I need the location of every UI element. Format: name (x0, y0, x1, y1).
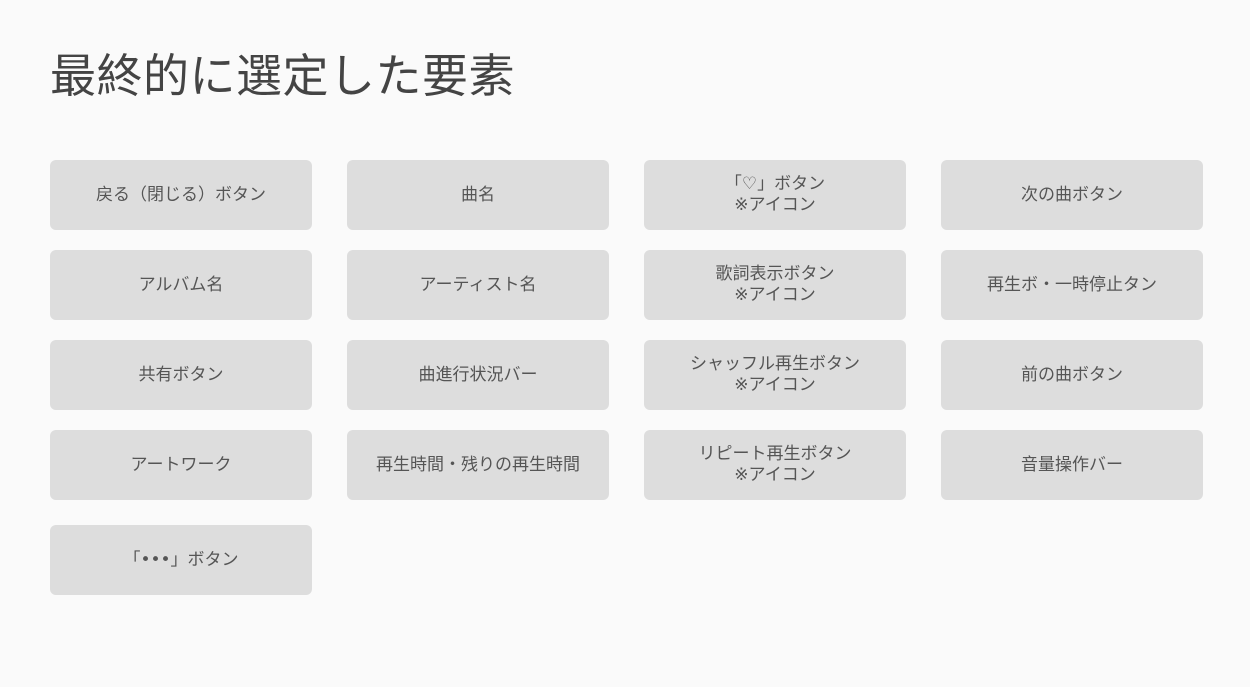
page-title: 最終的に選定した要素 (50, 49, 515, 103)
element-card-label: 次の曲ボタン (1021, 184, 1123, 205)
element-card-label: 戻る（閉じる）ボタン (96, 184, 266, 205)
element-card-label: 音量操作バー (1021, 454, 1123, 475)
element-card-label: アートワーク (130, 454, 232, 475)
element-card-label: 再生時間・残りの再生時間 (376, 454, 580, 475)
element-card-previous-track-button: 前の曲ボタン (941, 340, 1203, 410)
element-card-label: 前の曲ボタン (1021, 364, 1123, 385)
element-card-share-button: 共有ボタン (50, 340, 312, 410)
element-card-label: 共有ボタン (138, 364, 224, 385)
element-card-song-title: 曲名 (347, 160, 609, 230)
element-card-label: リピート再生ボタン (698, 444, 852, 464)
element-card-next-track-button: 次の曲ボタン (941, 160, 1203, 230)
element-card-lyrics-button: 歌詞表示ボタン ※アイコン (644, 250, 906, 320)
element-card-label: アルバム名 (138, 274, 224, 295)
element-card-volume-bar: 音量操作バー (941, 430, 1203, 500)
element-card-heart-button: 「♡」ボタン ※アイコン (644, 160, 906, 230)
element-card-label: 歌詞表示ボタン (715, 264, 835, 284)
element-card-play-pause-button: 再生ボ・一時停止タン (941, 250, 1203, 320)
element-card-grid: 戻る（閉じる）ボタン 曲名 「♡」ボタン ※アイコン 次の曲ボタン アルバム名 … (50, 160, 1205, 595)
element-card-label: シャッフル再生ボタン (690, 354, 860, 374)
element-card-label: 曲進行状況バー (418, 364, 538, 385)
element-card-label: 曲名 (461, 184, 495, 205)
element-card-artist-name: アーティスト名 (347, 250, 609, 320)
element-card-note: ※アイコン (734, 375, 816, 395)
element-card-note: ※アイコン (734, 285, 816, 305)
element-card-back-close-button: 戻る（閉じる）ボタン (50, 160, 312, 230)
element-card-repeat-button: リピート再生ボタン ※アイコン (644, 430, 906, 500)
element-card-note: ※アイコン (734, 465, 816, 485)
element-card-album-name: アルバム名 (50, 250, 312, 320)
element-card-label: 「•••」ボタン (123, 549, 239, 570)
element-card-label: アーティスト名 (419, 274, 537, 295)
element-card-more-button: 「•••」ボタン (50, 525, 312, 595)
element-card-note: ※アイコン (734, 195, 816, 215)
element-card-playback-time: 再生時間・残りの再生時間 (347, 430, 609, 500)
element-card-progress-bar: 曲進行状況バー (347, 340, 609, 410)
element-card-label: 再生ボ・一時停止タン (987, 274, 1157, 295)
element-card-label: 「♡」ボタン (724, 174, 826, 194)
element-card-shuffle-button: シャッフル再生ボタン ※アイコン (644, 340, 906, 410)
element-card-artwork: アートワーク (50, 430, 312, 500)
